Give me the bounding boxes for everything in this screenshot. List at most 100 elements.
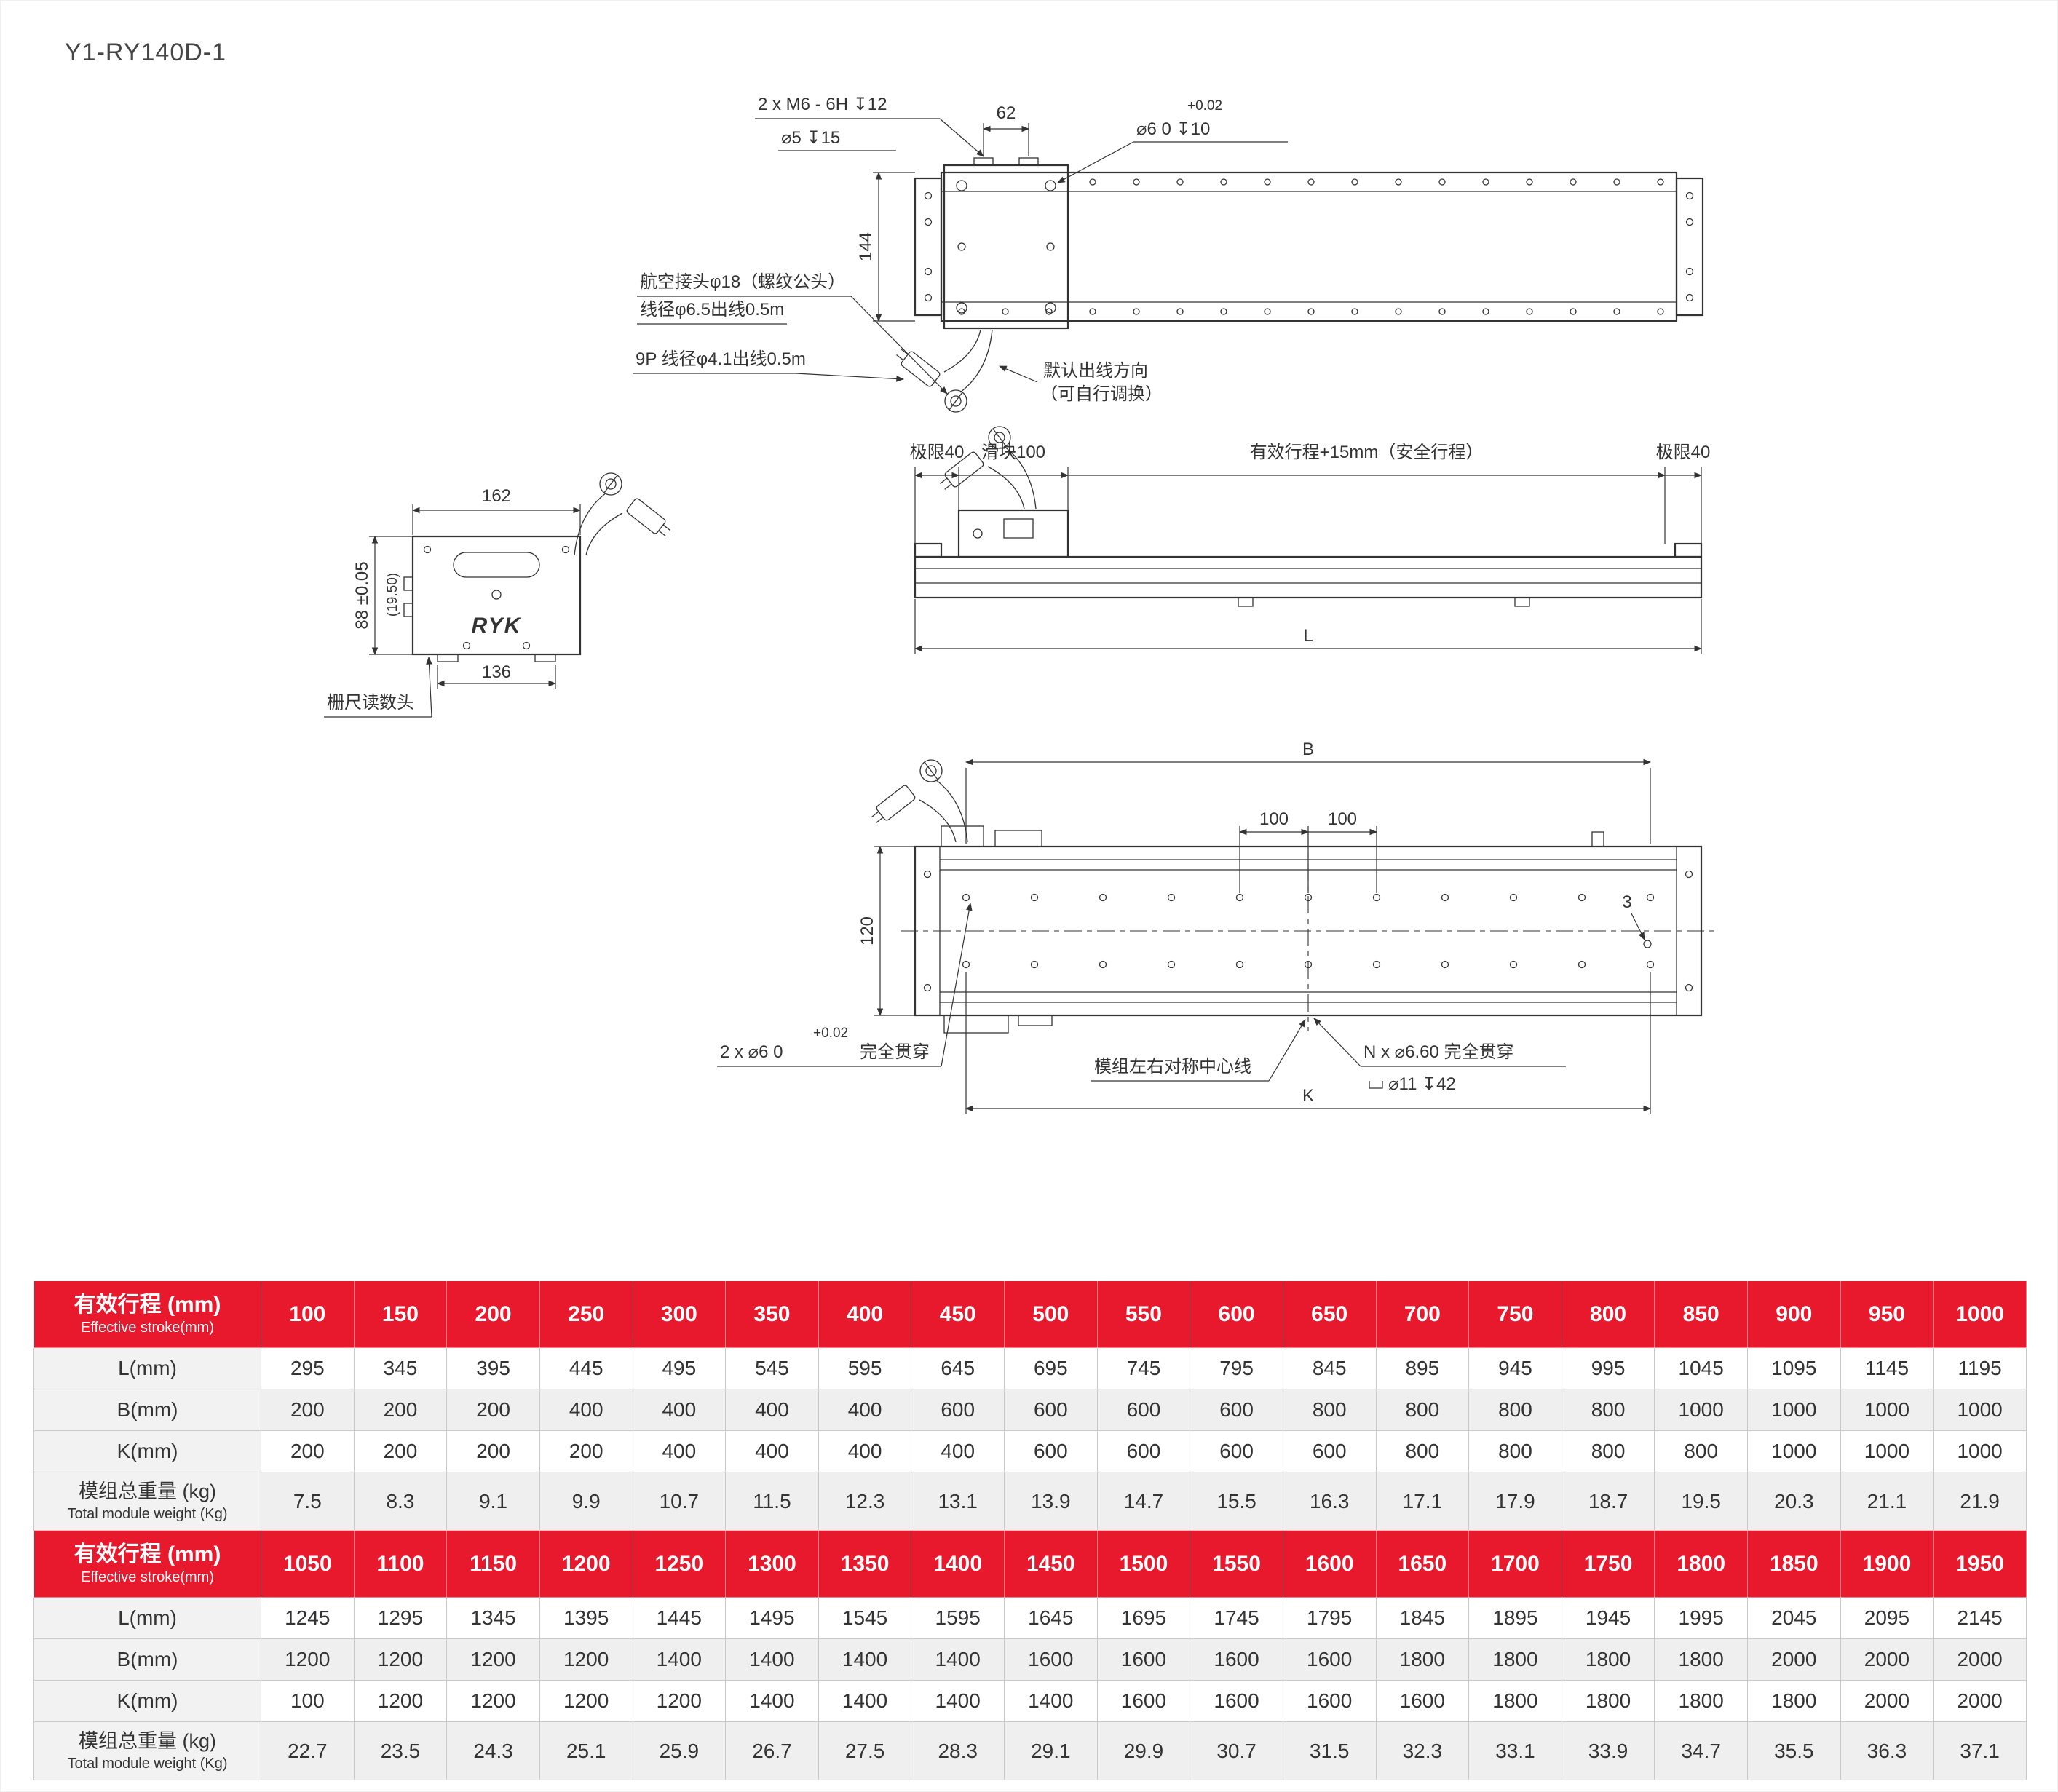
dim-value-cell: 2000: [1840, 1680, 1934, 1722]
tolerance-top: +0.02: [1187, 98, 1222, 114]
stroke-header-en: Effective stroke(mm): [81, 1569, 214, 1585]
dim-value-cell: 1400: [911, 1638, 1005, 1681]
dim-value-cell: 1600: [1282, 1638, 1377, 1681]
dim-120: 120: [858, 916, 877, 945]
dim-value-cell: 1800: [1375, 1638, 1470, 1681]
dim-value-cell: 2000: [1840, 1638, 1934, 1681]
outlet-direction-note-line2: （可自行调换）: [1040, 384, 1163, 404]
weight-label-en: Total module weight (Kg): [67, 1505, 228, 1522]
stroke-value-cell: 1100: [353, 1530, 448, 1598]
bottom-cap-holes: [923, 870, 1693, 992]
weight-value-cell: 10.7: [632, 1472, 727, 1531]
dim-19-50: (19.50): [385, 573, 400, 617]
page-title: Y1-RY140D-1: [65, 39, 227, 66]
weight-value-cell: 12.3: [818, 1472, 912, 1531]
stroke-header-label: 有效行程 (mm)Effective stroke(mm): [33, 1280, 261, 1348]
dim-value-cell: 1600: [1096, 1638, 1191, 1681]
dim-value-cell: 295: [261, 1347, 355, 1389]
dim-value-cell: 1800: [1561, 1680, 1655, 1722]
dim-value-cell: 800: [1468, 1430, 1562, 1472]
stroke-value-cell: 1650: [1375, 1530, 1470, 1598]
nine-pin-cable-note: 9P 线径φ4.1出线0.5m: [636, 349, 806, 369]
callout-counterbore: ⌀11 ↧42: [1388, 1074, 1456, 1094]
stroke-value-cell: 1600: [1282, 1530, 1377, 1598]
stroke-value-cell: 1400: [911, 1530, 1005, 1598]
dim-value-cell: 1000: [1933, 1430, 2027, 1472]
dim-value-cell: 395: [446, 1347, 540, 1389]
weight-value-cell: 18.7: [1561, 1472, 1655, 1531]
dim-value-cell: 800: [1375, 1430, 1470, 1472]
dim-value-cell: 1345: [446, 1597, 540, 1639]
dim-value-cell: 1200: [632, 1680, 727, 1722]
rail-screw-holes-bottom: [958, 308, 1664, 315]
slider-plate: [943, 164, 1069, 330]
stroke-value-cell: 1150: [446, 1530, 540, 1598]
dim-row-label-K: K(mm): [33, 1680, 261, 1722]
encoder-reader-label: 栅尺读数头: [327, 693, 414, 713]
callout-d6: ⌀6 0 ↧10: [1136, 119, 1210, 139]
weight-value-cell: 23.5: [353, 1721, 448, 1780]
weight-value-cell: 21.9: [1933, 1472, 2027, 1531]
dim-value-cell: 400: [818, 1389, 912, 1431]
stroke-value-cell: 1000: [1933, 1280, 2027, 1348]
weight-value-cell: 33.9: [1561, 1721, 1655, 1780]
dim-row-label-K: K(mm): [33, 1430, 261, 1472]
dim-value-cell: 1200: [539, 1638, 633, 1681]
dim-value-cell: 1095: [1747, 1347, 1841, 1389]
dim-value-cell: 2045: [1747, 1597, 1841, 1639]
dim-value-cell: 2000: [1933, 1680, 2027, 1722]
dim-value-cell: 1400: [725, 1638, 819, 1681]
dim-value-cell: 1000: [1840, 1389, 1934, 1431]
stroke-value-cell: 1200: [539, 1530, 633, 1598]
dim-L: L: [1303, 626, 1313, 646]
dim-value-cell: 1295: [353, 1597, 448, 1639]
dim-row-label-L: L(mm): [33, 1347, 261, 1389]
weight-value-cell: 37.1: [1933, 1721, 2027, 1780]
weight-value-cell: 13.1: [911, 1472, 1005, 1531]
mounting-holes-row-bottom: [962, 960, 1655, 969]
stroke-value-cell: 200: [446, 1280, 540, 1348]
dim-value-cell: 600: [1282, 1430, 1377, 1472]
dim-value-cell: 1200: [261, 1638, 355, 1681]
callout-2xd6: 2 x ⌀6 0: [720, 1042, 783, 1062]
rail-screw-holes-top: [1089, 178, 1664, 186]
callout-nx-holes: N x ⌀6.60 完全贯穿: [1364, 1042, 1514, 1062]
dim-value-cell: 1400: [818, 1680, 912, 1722]
dim-value-cell: 400: [818, 1430, 912, 1472]
dim-value-cell: 1800: [1747, 1680, 1841, 1722]
dim-value-cell: 1400: [725, 1680, 819, 1722]
stroke-value-cell: 150: [353, 1280, 448, 1348]
label-limit-left: 极限40: [910, 443, 965, 462]
callout-d5: ⌀5 ↧15: [781, 128, 840, 148]
dim-value-cell: 1045: [1654, 1347, 1748, 1389]
weight-value-cell: 17.1: [1375, 1472, 1470, 1531]
counterbore-symbol-icon: [1369, 1081, 1383, 1089]
dim-row-label-B: B(mm): [33, 1389, 261, 1431]
dim-value-cell: 645: [911, 1347, 1005, 1389]
stroke-header-label: 有效行程 (mm)Effective stroke(mm): [33, 1530, 261, 1598]
dim-value-cell: 2095: [1840, 1597, 1934, 1639]
dim-value-cell: 200: [539, 1430, 633, 1472]
dim-value-cell: 1400: [632, 1638, 727, 1681]
dim-value-cell: 1545: [818, 1597, 912, 1639]
stroke-value-cell: 850: [1654, 1280, 1748, 1348]
dim-value-cell: 1145: [1840, 1347, 1934, 1389]
dim-value-cell: 1800: [1654, 1680, 1748, 1722]
dim-value-cell: 2000: [1933, 1638, 2027, 1681]
dim-62: 62: [997, 103, 1016, 123]
dim-value-cell: 1895: [1468, 1597, 1562, 1639]
stroke-value-cell: 1500: [1096, 1530, 1191, 1598]
dim-value-cell: 600: [1004, 1430, 1098, 1472]
dim-value-cell: 1400: [1004, 1680, 1098, 1722]
weight-value-cell: 14.7: [1096, 1472, 1191, 1531]
dim-B: B: [1302, 740, 1314, 759]
stroke-value-cell: 300: [632, 1280, 727, 1348]
weight-value-cell: 30.7: [1190, 1721, 1283, 1780]
dim-value-cell: 400: [911, 1430, 1005, 1472]
